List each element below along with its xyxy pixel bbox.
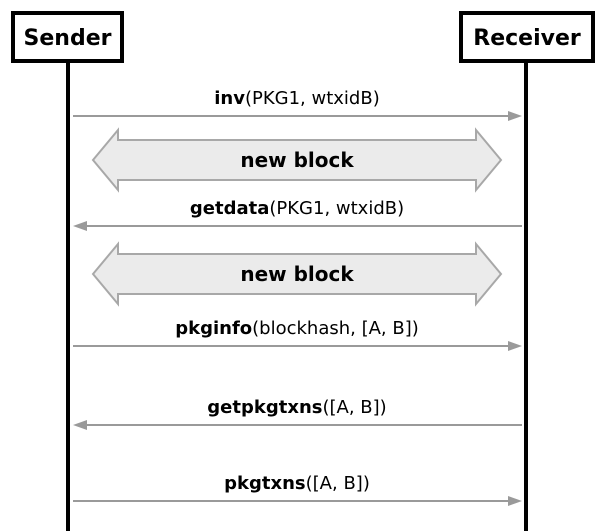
message-label: pkgtxns([A, B]) (224, 473, 370, 494)
message-label: pkginfo(blockhash, [A, B]) (175, 318, 419, 339)
message-inv: inv(PKG1, wtxidB) (73, 88, 522, 121)
double-arrow-icon (91, 127, 503, 193)
receiver-actor-label: Receiver (473, 26, 581, 51)
message-args: ([A, B]) (306, 473, 370, 494)
message-getdata: getdata(PKG1, wtxidB) (73, 198, 522, 231)
arrowhead-icon (508, 496, 522, 506)
message-name: pkginfo (175, 318, 252, 339)
receiver-actor-box: Receiver (459, 11, 595, 63)
sender-actor-box: Sender (11, 11, 124, 63)
message-name: getdata (190, 198, 269, 219)
message-arrow (73, 111, 522, 121)
double-arrow-icon (91, 241, 503, 307)
message-getpkgtxns: getpkgtxns([A, B]) (73, 397, 522, 430)
event-band: new block (91, 241, 503, 307)
message-args: (PKG1, wtxidB) (269, 198, 404, 219)
sender-actor-label: Sender (24, 26, 112, 51)
arrowhead-icon (508, 111, 522, 121)
message-name: inv (214, 88, 245, 109)
message-arrow (73, 496, 522, 506)
message-label: getpkgtxns([A, B]) (207, 397, 386, 418)
event-band: new block (91, 127, 503, 193)
arrowhead-icon (508, 341, 522, 351)
message-arrow (73, 341, 522, 351)
message-pkgtxns: pkgtxns([A, B]) (73, 473, 522, 506)
event-label: new block (240, 262, 354, 286)
message-name: getpkgtxns (207, 397, 322, 418)
message-name: pkgtxns (224, 473, 305, 494)
sequence-items: inv(PKG1, wtxidB)new blockgetdata(PKG1, … (73, 88, 522, 506)
arrowhead-icon (73, 420, 87, 430)
message-args: (blockhash, [A, B]) (252, 318, 419, 339)
message-args: (PKG1, wtxidB) (245, 88, 380, 109)
event-label: new block (240, 148, 354, 172)
message-arrow (73, 420, 522, 430)
message-args: ([A, B]) (322, 397, 386, 418)
arrowhead-icon (73, 221, 87, 231)
message-label: getdata(PKG1, wtxidB) (190, 198, 404, 219)
message-arrow (73, 221, 522, 231)
message-label: inv(PKG1, wtxidB) (214, 88, 379, 109)
message-pkginfo: pkginfo(blockhash, [A, B]) (73, 318, 522, 351)
